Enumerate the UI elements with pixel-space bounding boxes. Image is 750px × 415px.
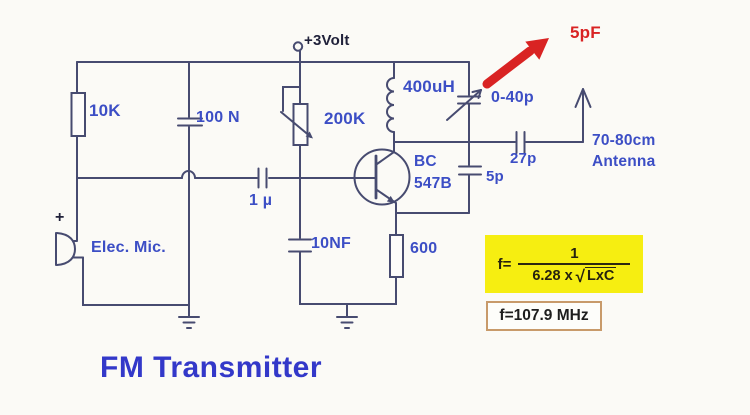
fraction-bar <box>518 262 631 265</box>
resistor-600-label: 600 <box>410 240 438 257</box>
transistor-label-line2: 547B <box>414 175 452 192</box>
variable-capacitor-0-40p-symbol <box>446 89 482 121</box>
capacitor-10nf-label: 10NF <box>311 235 351 252</box>
capacitor-5p-symbol <box>458 165 482 176</box>
capacitor-27p-symbol <box>515 131 526 154</box>
resistor-600-symbol <box>389 234 404 278</box>
microphone-symbol <box>55 232 84 266</box>
capacitor-1u-label: 1 µ <box>249 192 273 209</box>
capacitor-100n-label: 100 N <box>196 109 240 126</box>
antenna-symbol <box>574 88 592 143</box>
mic-polarity-label: + <box>55 209 65 226</box>
inductor-400uh-symbol <box>386 77 395 133</box>
frequency-result-label: f=107.9 MHz <box>499 307 589 324</box>
sqrt-symbol: √ <box>575 266 585 286</box>
transistor-bc547b-symbol <box>353 141 411 214</box>
transistor-bc547b-label: BC 547B <box>414 151 452 195</box>
mic-label: Elec. Mic. <box>91 239 166 256</box>
sqrt-radicand: LxC <box>585 266 617 284</box>
ground-symbol-left <box>178 316 200 329</box>
page-title: FM Transmitter <box>100 351 323 384</box>
pot-200k-label: 200K <box>324 109 366 128</box>
transistor-label-line1: BC <box>414 153 437 170</box>
formula-denominator: 6.28 x √ LxC <box>532 266 617 286</box>
formula-numerator: 1 <box>570 244 579 262</box>
frequency-formula-box: f= 1 6.28 x √ LxC <box>485 235 643 293</box>
wires <box>76 50 584 317</box>
capacitor-100n-symbol <box>177 117 203 127</box>
formula-lhs: f= <box>497 255 512 273</box>
antenna-label-line2: Antenna <box>592 153 656 170</box>
inductor-400uh-label: 400uH <box>403 77 456 96</box>
power-terminal <box>292 41 304 52</box>
antenna-label-line1: 70-80cm <box>592 132 656 149</box>
denominator-prefix: 6.28 x <box>532 267 573 284</box>
power-supply-label: +3Volt <box>304 32 350 49</box>
formula-fraction: 1 6.28 x √ LxC <box>518 244 631 286</box>
capacitor-10nf-symbol <box>288 238 312 253</box>
annotation-5pf-label: 5pF <box>570 23 601 42</box>
resistor-10k-symbol <box>70 92 86 137</box>
varcap-0-40p-label: 0-40p <box>491 89 534 106</box>
ground-symbol-right <box>336 316 358 329</box>
capacitor-5p-label: 5p <box>486 168 504 185</box>
capacitor-1u-symbol <box>257 167 268 189</box>
potentiometer-200k-symbol <box>280 86 313 146</box>
frequency-result-box: f=107.9 MHz <box>486 301 602 331</box>
resistor-10k-label: 10K <box>89 101 121 120</box>
antenna-label: 70-80cm Antenna <box>592 130 655 172</box>
capacitor-27p-label: 27p <box>510 150 537 167</box>
red-annotation-arrow <box>482 38 549 89</box>
